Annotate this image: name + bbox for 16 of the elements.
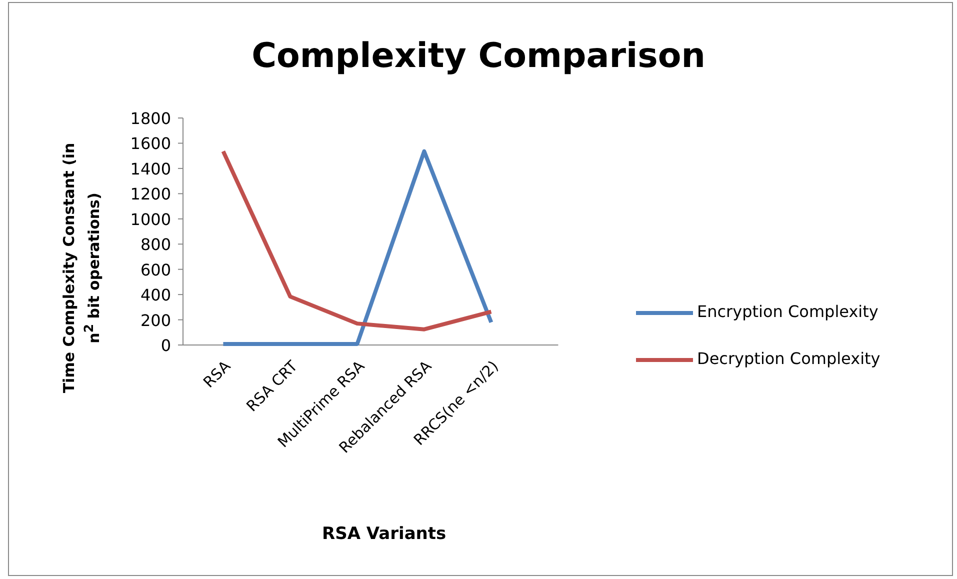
legend-label: Encryption Complexity <box>697 302 878 321</box>
chart-title: Complexity Comparison <box>252 36 706 76</box>
y-tick-label: 400 <box>140 286 171 305</box>
y-tick-label: 1000 <box>130 210 171 229</box>
y-tick-label: 1600 <box>130 134 171 154</box>
y-tick-label: 1800 <box>130 109 171 128</box>
y-tick-label: 0 <box>160 336 171 355</box>
y-tick-label: 1400 <box>130 159 171 178</box>
y-tick-label: 800 <box>140 235 171 254</box>
y-tick-label: 600 <box>140 260 171 280</box>
y-tick-label: 200 <box>140 310 171 330</box>
y-tick-label: 1200 <box>130 184 171 204</box>
x-axis-title: RSA Variants <box>322 524 446 544</box>
x-tick-label: RSA CRT <box>242 357 302 416</box>
legend-label: Decryption Complexity <box>697 349 880 368</box>
x-tick-label: RSA <box>200 357 234 392</box>
